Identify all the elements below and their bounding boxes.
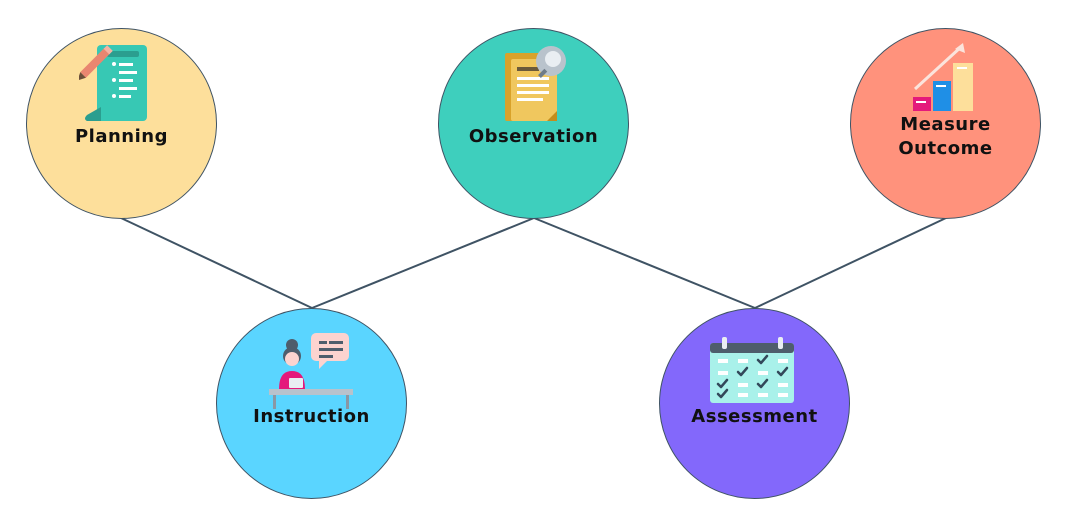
edge-assessment-measure-outcome [754, 217, 947, 309]
edge-observation-assessment [533, 217, 756, 309]
node-measure-outcome[interactable]: Measure Outcome [850, 28, 1041, 219]
node-label-observation: Observation [468, 126, 599, 147]
edge-planning-instruction [120, 217, 313, 309]
node-label-assessment: Assessment [691, 406, 818, 427]
teacher-at-desk-icon [267, 331, 357, 411]
calendar-checklist-icon [708, 335, 798, 405]
node-instruction[interactable]: Instruction [216, 308, 407, 499]
node-assessment[interactable]: Assessment [659, 308, 850, 499]
checklist-pencil-icon [79, 41, 153, 125]
node-label-measure-outcome: Measure Outcome [898, 114, 993, 159]
node-planning[interactable]: Planning [26, 28, 217, 219]
node-label-instruction: Instruction [253, 406, 370, 427]
document-magnifier-icon [501, 43, 571, 125]
node-label-planning: Planning [74, 126, 168, 147]
growth-bar-chart-icon [909, 41, 979, 113]
node-observation[interactable]: Observation [438, 28, 629, 219]
edge-instruction-observation [311, 217, 535, 309]
